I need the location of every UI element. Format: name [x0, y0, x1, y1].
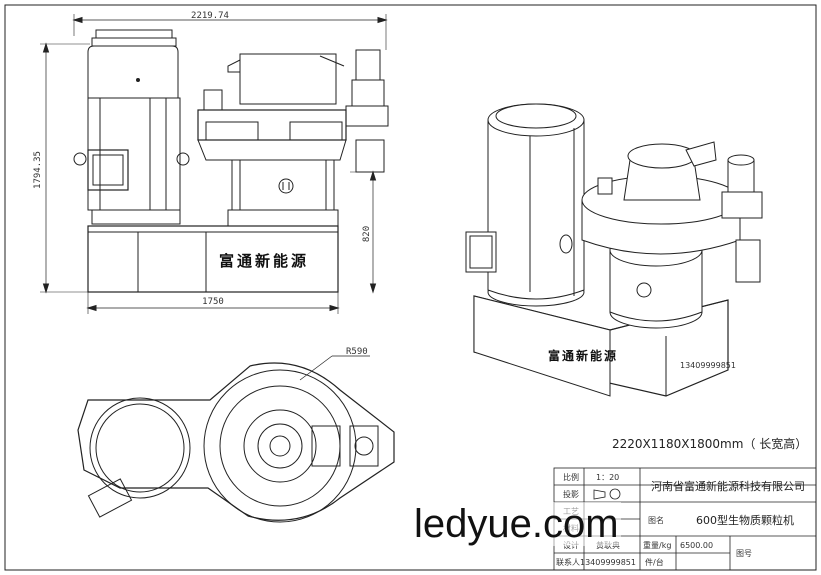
- scale-value: 1：20: [596, 473, 619, 482]
- iso-brand-label: 富通新能源: [548, 348, 618, 363]
- contact-text: 联系人13409999851: [556, 557, 636, 567]
- dim-inlet-height: 820: [362, 226, 372, 242]
- dim-overall-width: 2219.74: [191, 11, 229, 21]
- watermark: ledyue.com: [412, 502, 621, 546]
- dim-overall-height: 1794.35: [33, 151, 43, 189]
- name-label: 图名: [648, 515, 664, 525]
- top-view: [77, 355, 395, 523]
- weight-label: 重量/kg: [643, 540, 671, 550]
- company-name: 河南省富通新能源科技有限公司: [651, 479, 805, 493]
- weight-value: 6500.00: [680, 541, 713, 550]
- front-view: [40, 14, 389, 314]
- dim-radius: R590: [346, 347, 368, 357]
- scale-label: 比例: [563, 472, 579, 482]
- dim-base-width: 1750: [202, 297, 224, 307]
- isometric-view: [465, 103, 763, 397]
- iso-phone-label: 13409999851: [680, 361, 736, 370]
- front-brand-label: 富通新能源: [219, 252, 309, 270]
- product-name: 600型生物质颗粒机: [696, 513, 794, 527]
- sheet-border: [4, 4, 817, 571]
- drawing-no-label: 图号: [736, 549, 752, 558]
- sheet-label: 件/台: [645, 557, 664, 567]
- projection-label: 投影: [563, 489, 579, 499]
- dimension-caption: 2220X1180X1800mm（ 长宽高）: [612, 436, 807, 451]
